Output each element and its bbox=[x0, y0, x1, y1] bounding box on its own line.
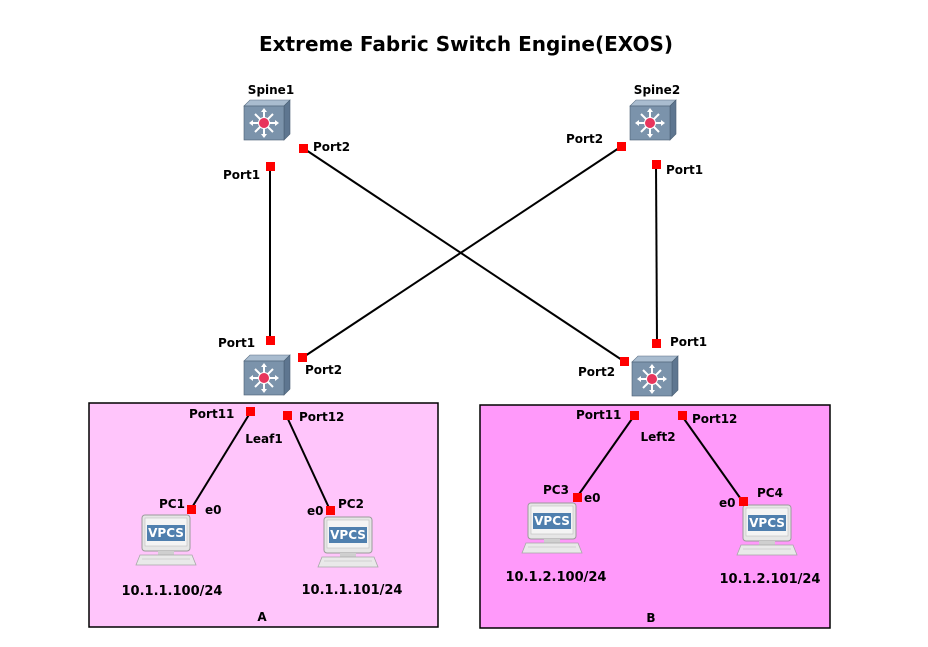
spine1-port1-label: Port1 bbox=[223, 168, 260, 182]
pc4[interactable]: VPCS bbox=[736, 504, 798, 556]
pc1[interactable]: VPCS bbox=[135, 514, 197, 566]
pc4-e0-marker[interactable] bbox=[739, 497, 748, 506]
vpcs-label: VPCS bbox=[330, 528, 366, 542]
pc2-e0-marker[interactable] bbox=[326, 506, 335, 515]
link-left2-pc3 bbox=[576, 415, 635, 498]
layer3-switch-icon bbox=[631, 355, 679, 397]
switch-spine2[interactable] bbox=[629, 99, 677, 141]
pc4-ip: 10.1.2.101/24 bbox=[720, 572, 821, 587]
leaf1-port1-marker[interactable] bbox=[266, 336, 275, 345]
spine2-label: Spine2 bbox=[634, 83, 680, 97]
link-spine2-left2 bbox=[655, 163, 658, 344]
leaf1-port2-label: Port2 bbox=[305, 363, 342, 377]
link-left2-pc4 bbox=[681, 415, 744, 503]
pc1-e0-marker[interactable] bbox=[187, 505, 196, 514]
leaf1-label: Leaf1 bbox=[245, 432, 282, 446]
left2-port2-label: Port2 bbox=[578, 365, 615, 379]
pc1-e0-label: e0 bbox=[205, 503, 222, 517]
link-leaf1-pc1 bbox=[190, 412, 251, 510]
left2-port12-label: Port12 bbox=[692, 412, 737, 426]
pc1-label: PC1 bbox=[159, 497, 185, 511]
diagram-title: Extreme Fabric Switch Engine(EXOS) bbox=[259, 32, 673, 56]
pc2[interactable]: VPCS bbox=[317, 516, 379, 568]
zone-a-label: A bbox=[257, 610, 267, 624]
port-labels: Port1 Port2 Port1 Port2 Port1 Port2 Port… bbox=[189, 132, 737, 518]
spine2-port2-label: Port2 bbox=[566, 132, 603, 146]
left2-port2-marker[interactable] bbox=[620, 357, 629, 366]
pc3-ip: 10.1.2.100/24 bbox=[506, 570, 607, 585]
left2-port1-marker[interactable] bbox=[652, 339, 661, 348]
vpcs-computer-icon bbox=[736, 504, 798, 556]
left2-port1-label: Port1 bbox=[670, 335, 707, 349]
switch-spine1[interactable] bbox=[243, 99, 291, 141]
left2-port11-marker[interactable] bbox=[630, 411, 639, 420]
leaf1-port11-label: Port11 bbox=[189, 407, 234, 421]
layer3-switch-icon bbox=[629, 99, 677, 141]
link-leaf1-pc2 bbox=[286, 416, 331, 511]
pc4-label: PC4 bbox=[757, 486, 783, 500]
leaf1-port2-marker[interactable] bbox=[298, 353, 307, 362]
pc2-label: PC2 bbox=[338, 497, 364, 511]
left2-port12-marker[interactable] bbox=[678, 411, 687, 420]
left2-port11-label: Port11 bbox=[576, 408, 621, 422]
leaf1-port12-marker[interactable] bbox=[283, 411, 292, 420]
pc1-ip: 10.1.1.100/24 bbox=[122, 584, 223, 599]
pc4-e0-label: e0 bbox=[719, 496, 736, 510]
left2-label: Left2 bbox=[640, 430, 675, 444]
spine1-label: Spine1 bbox=[248, 83, 294, 97]
vpcs-label: VPCS bbox=[148, 526, 184, 540]
pc3[interactable]: VPCS bbox=[521, 502, 583, 554]
port-markers bbox=[187, 142, 748, 515]
pc3-e0-marker[interactable] bbox=[573, 493, 582, 502]
switch-left2[interactable] bbox=[631, 355, 679, 397]
pc2-e0-label: e0 bbox=[307, 504, 324, 518]
vpcs-label: VPCS bbox=[534, 514, 570, 528]
leaf1-port1-label: Port1 bbox=[218, 336, 255, 350]
links bbox=[190, 145, 744, 511]
vpcs-computer-icon bbox=[521, 502, 583, 554]
vpcs-computer-icon bbox=[317, 516, 379, 568]
leaf1-port11-marker[interactable] bbox=[246, 407, 255, 416]
spine2-port2-marker[interactable] bbox=[617, 142, 626, 151]
vpcs-label: VPCS bbox=[749, 516, 785, 530]
layer3-switch-icon bbox=[243, 354, 291, 396]
zone-b-label: B bbox=[646, 611, 655, 625]
spine1-port2-marker[interactable] bbox=[299, 144, 308, 153]
link-spine2-leaf1 bbox=[301, 145, 623, 359]
pc2-ip: 10.1.1.101/24 bbox=[302, 583, 403, 598]
switch-leaf1[interactable] bbox=[243, 354, 291, 396]
spine1-port1-marker[interactable] bbox=[266, 162, 275, 171]
pc3-label: PC3 bbox=[543, 483, 569, 497]
spine1-port2-label: Port2 bbox=[313, 140, 350, 154]
layer3-switch-icon bbox=[243, 99, 291, 141]
spine2-port1-marker[interactable] bbox=[652, 160, 661, 169]
leaf1-port12-label: Port12 bbox=[299, 410, 344, 424]
pc3-e0-label: e0 bbox=[584, 491, 601, 505]
vpcs-computer-icon bbox=[135, 514, 197, 566]
spine2-port1-label: Port1 bbox=[666, 163, 703, 177]
link-spine1-left2 bbox=[302, 147, 626, 363]
